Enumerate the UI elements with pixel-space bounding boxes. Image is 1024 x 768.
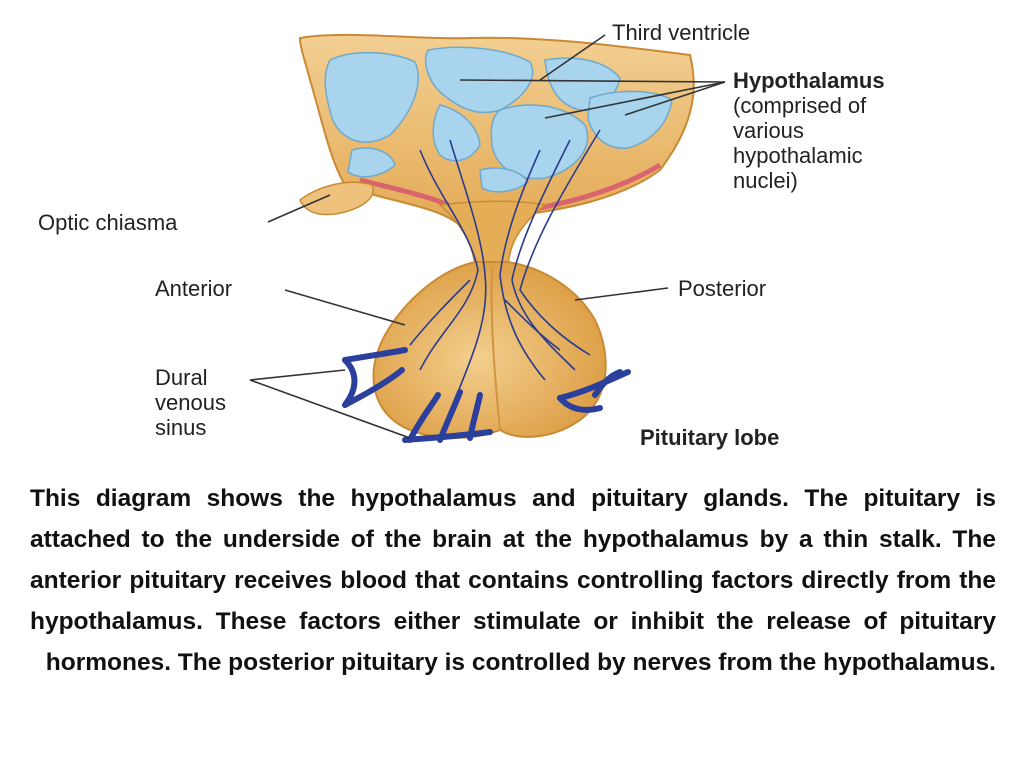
label-anterior: Anterior [155, 276, 232, 301]
pituitary-gland [372, 261, 607, 439]
leader-anterior [284, 289, 406, 326]
label-sinus: sinus [155, 415, 206, 440]
nerve-fibers [409, 129, 601, 401]
label-dural: Dural [155, 365, 208, 390]
anterior-posterior-division [490, 267, 501, 431]
hypothalamus-pituitary-diagram: Third ventricle Hypothalamus (comprised … [38, 20, 885, 450]
pituitary-stalk [438, 200, 547, 271]
label-hypothalamus-desc-3: hypothalamic [733, 143, 863, 168]
leader-third-ventricle [539, 34, 606, 81]
label-hypothalamus-desc-4: nuclei) [733, 168, 798, 193]
leader-hypothalamus-1 [459, 79, 726, 83]
label-posterior: Posterior [678, 276, 766, 301]
label-hypothalamus: Hypothalamus [733, 68, 885, 93]
hypothalamic-nuclei [324, 46, 673, 193]
leader-optic-chiasma [267, 194, 331, 223]
leader-hypothalamus-2 [544, 81, 726, 119]
optic-chiasma-shape [299, 181, 374, 216]
label-third-ventricle: Third ventricle [612, 20, 750, 45]
leader-dural-1 [249, 369, 346, 381]
diagram-caption: This diagram shows the hypothalamus and … [30, 485, 996, 676]
label-hypothalamus-desc-1: (comprised of [733, 93, 867, 118]
leader-posterior [574, 287, 669, 301]
label-venous: venous [155, 390, 226, 415]
label-optic-chiasma: Optic chiasma [38, 210, 178, 235]
dural-venous-sinus-vessels [342, 347, 631, 443]
leader-dural-2 [249, 379, 411, 439]
label-hypothalamus-desc-2: various [733, 118, 804, 143]
label-pituitary-lobe: Pituitary lobe [640, 425, 779, 450]
leader-hypothalamus-3 [624, 81, 726, 116]
